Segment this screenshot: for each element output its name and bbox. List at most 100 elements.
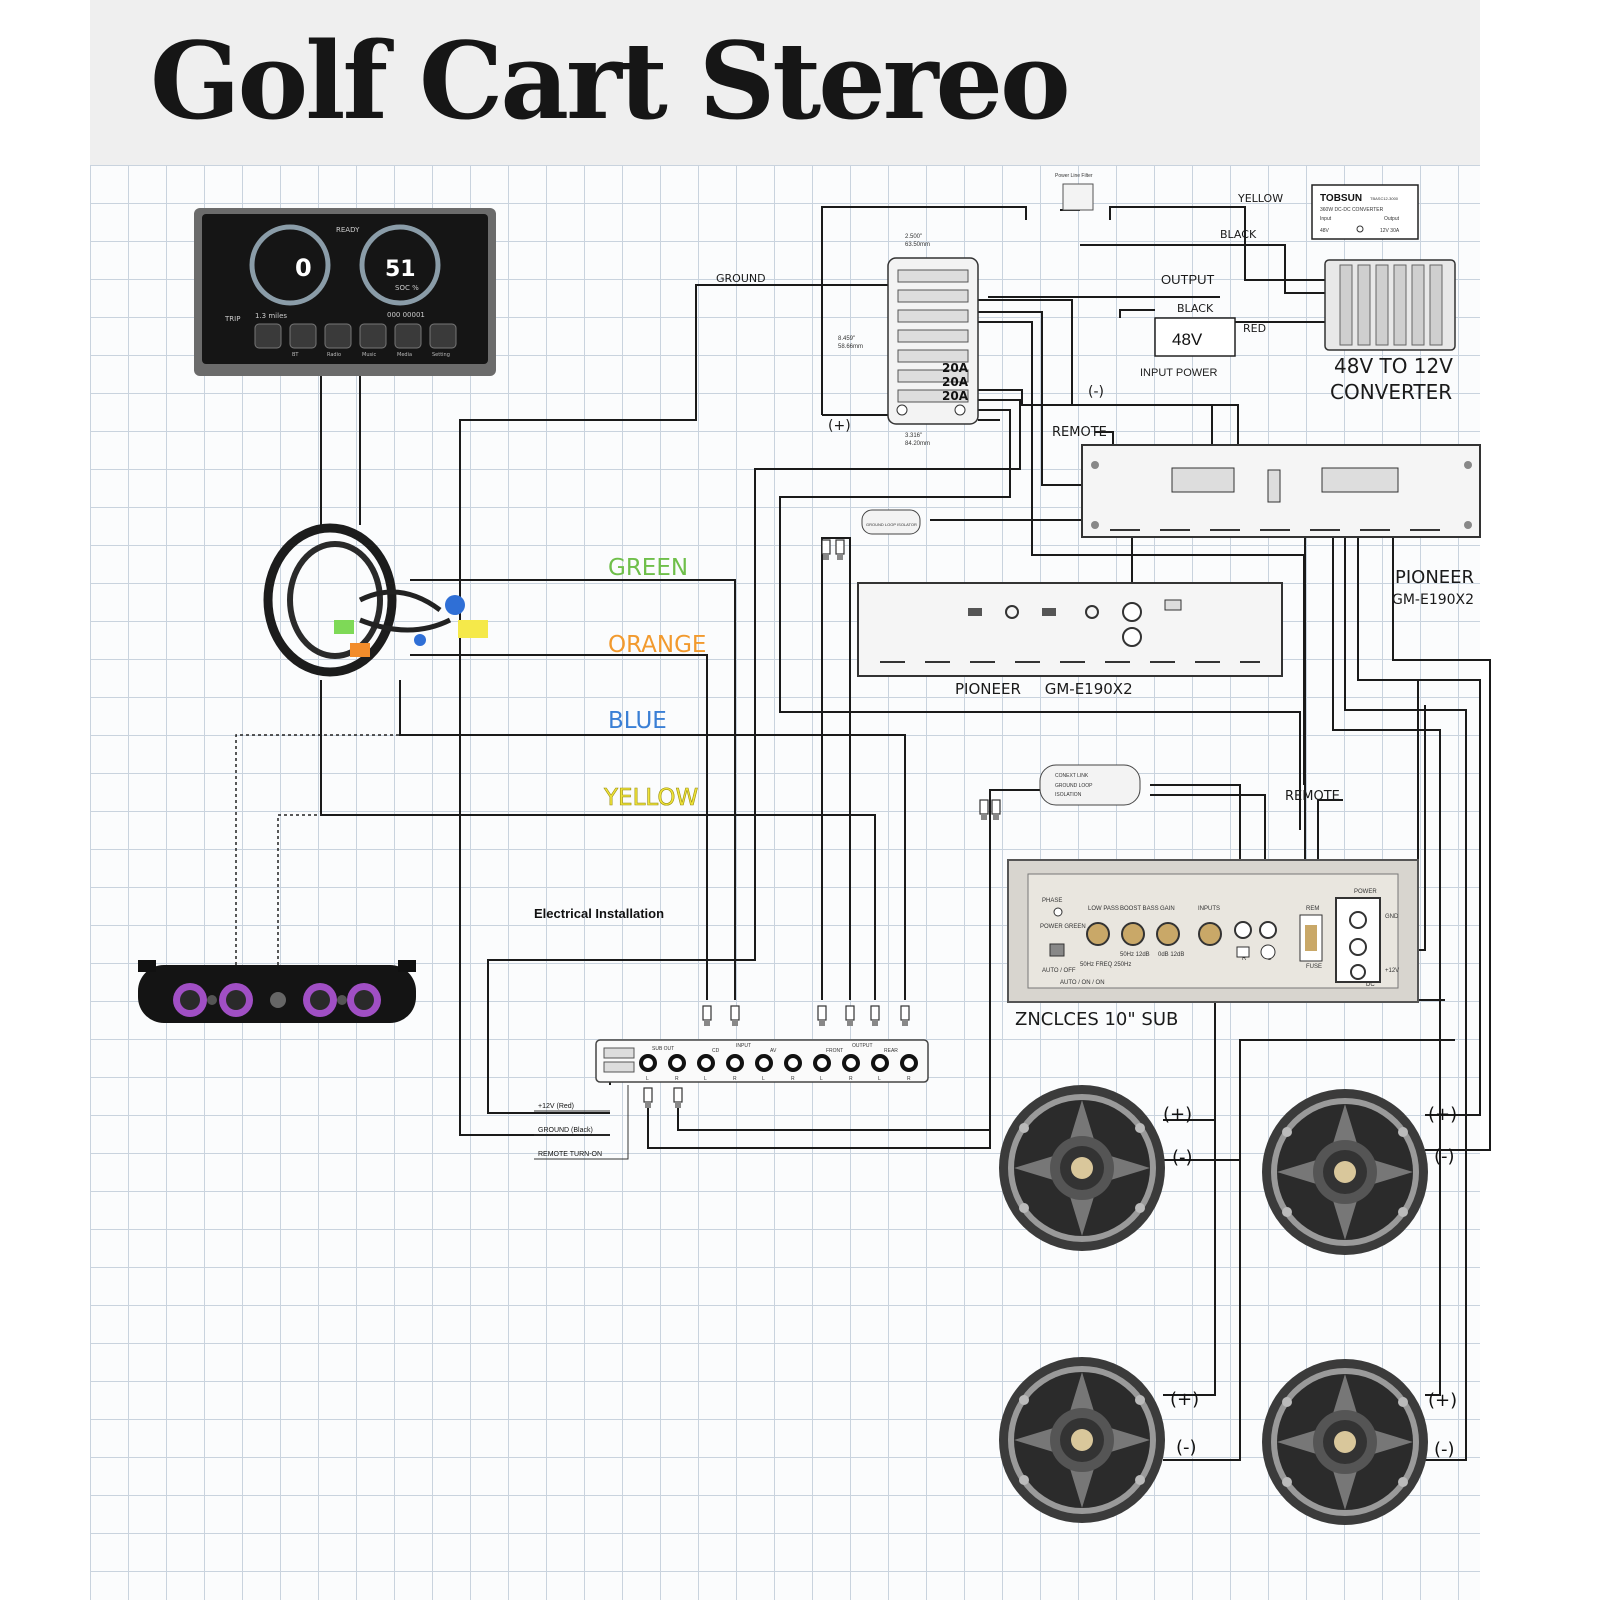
yellow-wire-label: YELLOW (603, 785, 698, 811)
yellow-tag (458, 620, 488, 638)
svg-text:L: L (704, 1076, 707, 1082)
equalizer-line-driver: SUB OUT CD INPUT AV FRONT OUTPUT REAR L … (595, 1039, 929, 1083)
svg-text:84.20mm: 84.20mm (905, 441, 930, 447)
svg-text:Radio: Radio (327, 352, 341, 358)
page-title: Golf Cart Stereo (150, 18, 1071, 143)
svg-text:3.316": 3.316" (905, 433, 922, 439)
svg-text:R: R (733, 1076, 737, 1082)
svg-text:GND: GND (1385, 914, 1399, 920)
svg-text:TBASC12-3000: TBASC12-3000 (1370, 196, 1399, 201)
svg-text:INPUTS: INPUTS (1198, 906, 1220, 912)
svg-text:POWER GREEN: POWER GREEN (1040, 924, 1086, 930)
svg-text:REAR: REAR (884, 1048, 898, 1054)
ground-label: GROUND (716, 272, 766, 285)
svg-text:0dB 12dB: 0dB 12dB (1158, 952, 1184, 958)
svg-text:2.500": 2.500" (905, 234, 922, 240)
plus-12v-label: +12V (Red) (538, 1103, 574, 1110)
remote-top-label: REMOTE (1052, 425, 1107, 440)
svg-text:48V: 48V (1320, 228, 1330, 234)
ground-loop-isolator-large: CONEXT LINK GROUND LOOP ISOLATION (1039, 764, 1141, 806)
svg-text:GROUND LOOP ISOLATOR: GROUND LOOP ISOLATOR (866, 522, 917, 527)
48v-input-power: 48V INPUT POWER (1140, 317, 1236, 379)
svg-text:+12V: +12V (1385, 968, 1399, 974)
svg-text:REM: REM (1306, 906, 1319, 912)
speaker3-minus: (-) (1176, 1437, 1197, 1458)
svg-text:R: R (907, 1076, 911, 1082)
speaker2-minus: (-) (1434, 1146, 1455, 1167)
pioneer-right-label-1: PIONEER (1395, 567, 1474, 588)
speaker1-plus: (+) (1163, 1104, 1192, 1125)
svg-text:SUB OUT: SUB OUT (652, 1046, 674, 1052)
speaker3-plus: (+) (1170, 1389, 1199, 1410)
speaker4-minus: (-) (1434, 1439, 1455, 1460)
svg-text:R: R (849, 1076, 853, 1082)
svg-text:AUTO / ON / ON: AUTO / ON / ON (1060, 980, 1105, 986)
svg-text:BT: BT (292, 352, 299, 358)
sub-amp-panel: PHASE POWER GREEN AUTO / OFF AUTO / ON /… (1007, 859, 1419, 1003)
svg-text:CD: CD (712, 1048, 720, 1054)
fuse-box: 2.500" 63.50mm 8.459" 58.66mm 3.316" 84.… (838, 234, 979, 447)
svg-text:AV: AV (770, 1048, 777, 1054)
speaker4-plus: (+) (1428, 1390, 1457, 1411)
svg-text:LOW PASS: LOW PASS (1088, 906, 1119, 912)
svg-text:50Hz FREQ 250Hz: 50Hz FREQ 250Hz (1080, 962, 1131, 968)
svg-text:AUTO / OFF: AUTO / OFF (1042, 968, 1076, 974)
svg-text:Setting: Setting (432, 352, 450, 358)
svg-text:CONEXT LINK: CONEXT LINK (1055, 773, 1089, 779)
blue-wire-label: BLUE (608, 708, 667, 734)
green-wire-label: GREEN (608, 555, 688, 581)
svg-text:Input: Input (1320, 216, 1332, 222)
svg-text:BOOST BASS: BOOST BASS (1120, 906, 1159, 912)
yellow-top-label: YELLOW (1237, 192, 1283, 205)
converter-label-2: CONVERTER (1330, 380, 1452, 404)
svg-text:GROUND LOOP: GROUND LOOP (1055, 783, 1093, 789)
svg-text:FUSE: FUSE (1306, 964, 1322, 970)
pioneer-amp-mid (857, 582, 1283, 677)
svg-text:R: R (1242, 956, 1247, 962)
converter-info-box: TOBSUN TBASC12-3000 360W DC-DC CONVERTER… (1311, 184, 1419, 240)
fuse-20a-2: 20A (942, 375, 969, 389)
svg-text:000 00001: 000 00001 (387, 311, 425, 319)
svg-text:FRONT: FRONT (826, 1048, 843, 1054)
svg-text:58.66mm: 58.66mm (838, 344, 863, 350)
output-label: OUTPUT (1161, 272, 1215, 287)
svg-text:Power Line Filter: Power Line Filter (1055, 173, 1093, 179)
pioneer-right-label-2: GM-E190X2 (1392, 592, 1474, 608)
svg-text:GAIN: GAIN (1160, 906, 1175, 912)
black-top-label: BLACK (1220, 228, 1257, 241)
remote-turn-on-label: REMOTE TURN-ON (538, 1151, 602, 1158)
svg-text:12V 30A: 12V 30A (1380, 228, 1400, 234)
svg-text:POWER: POWER (1354, 889, 1377, 895)
minus-fuse-label: (-) (1088, 384, 1104, 400)
svg-text:360W DC-DC CONVERTER: 360W DC-DC CONVERTER (1320, 207, 1384, 213)
svg-text:L: L (762, 1076, 765, 1082)
speaker2-plus: (+) (1428, 1104, 1457, 1125)
svg-text:L: L (878, 1076, 881, 1082)
svg-text:INPUT POWER: INPUT POWER (1140, 367, 1217, 379)
svg-text:Output: Output (1384, 216, 1400, 222)
red-mid-label: RED (1243, 322, 1266, 335)
svg-text:Media: Media (397, 352, 412, 358)
power-line-filter: Power Line Filter (1055, 173, 1094, 211)
blue-connector (445, 595, 465, 615)
fuse-20a-1: 20A (942, 361, 969, 375)
svg-text:INPUT: INPUT (736, 1043, 751, 1049)
svg-text:R: R (675, 1076, 679, 1082)
green-tag (334, 620, 354, 634)
ground-black-label: GROUND (Black) (538, 1127, 593, 1134)
rca-jacks (639, 1054, 918, 1072)
dc-dc-converter (1324, 259, 1456, 351)
speed-readout: 0 (295, 254, 312, 282)
speaker1-minus: (-) (1172, 1147, 1193, 1168)
ground-loop-isolator-small: GROUND LOOP ISOLATOR (861, 509, 921, 535)
battery-readout: 51 (385, 257, 416, 282)
svg-text:63.50mm: 63.50mm (905, 242, 930, 248)
pioneer-amp-right (1081, 444, 1481, 538)
svg-text:48V: 48V (1172, 330, 1203, 349)
svg-text:DC: DC (1366, 982, 1375, 988)
svg-text:ISOLATION: ISOLATION (1055, 792, 1082, 798)
svg-text:OUTPUT: OUTPUT (852, 1043, 873, 1049)
svg-text:50Hz 12dB: 50Hz 12dB (1120, 952, 1150, 958)
svg-text:PHASE: PHASE (1042, 898, 1062, 904)
speaker-front-left (999, 1085, 1165, 1251)
